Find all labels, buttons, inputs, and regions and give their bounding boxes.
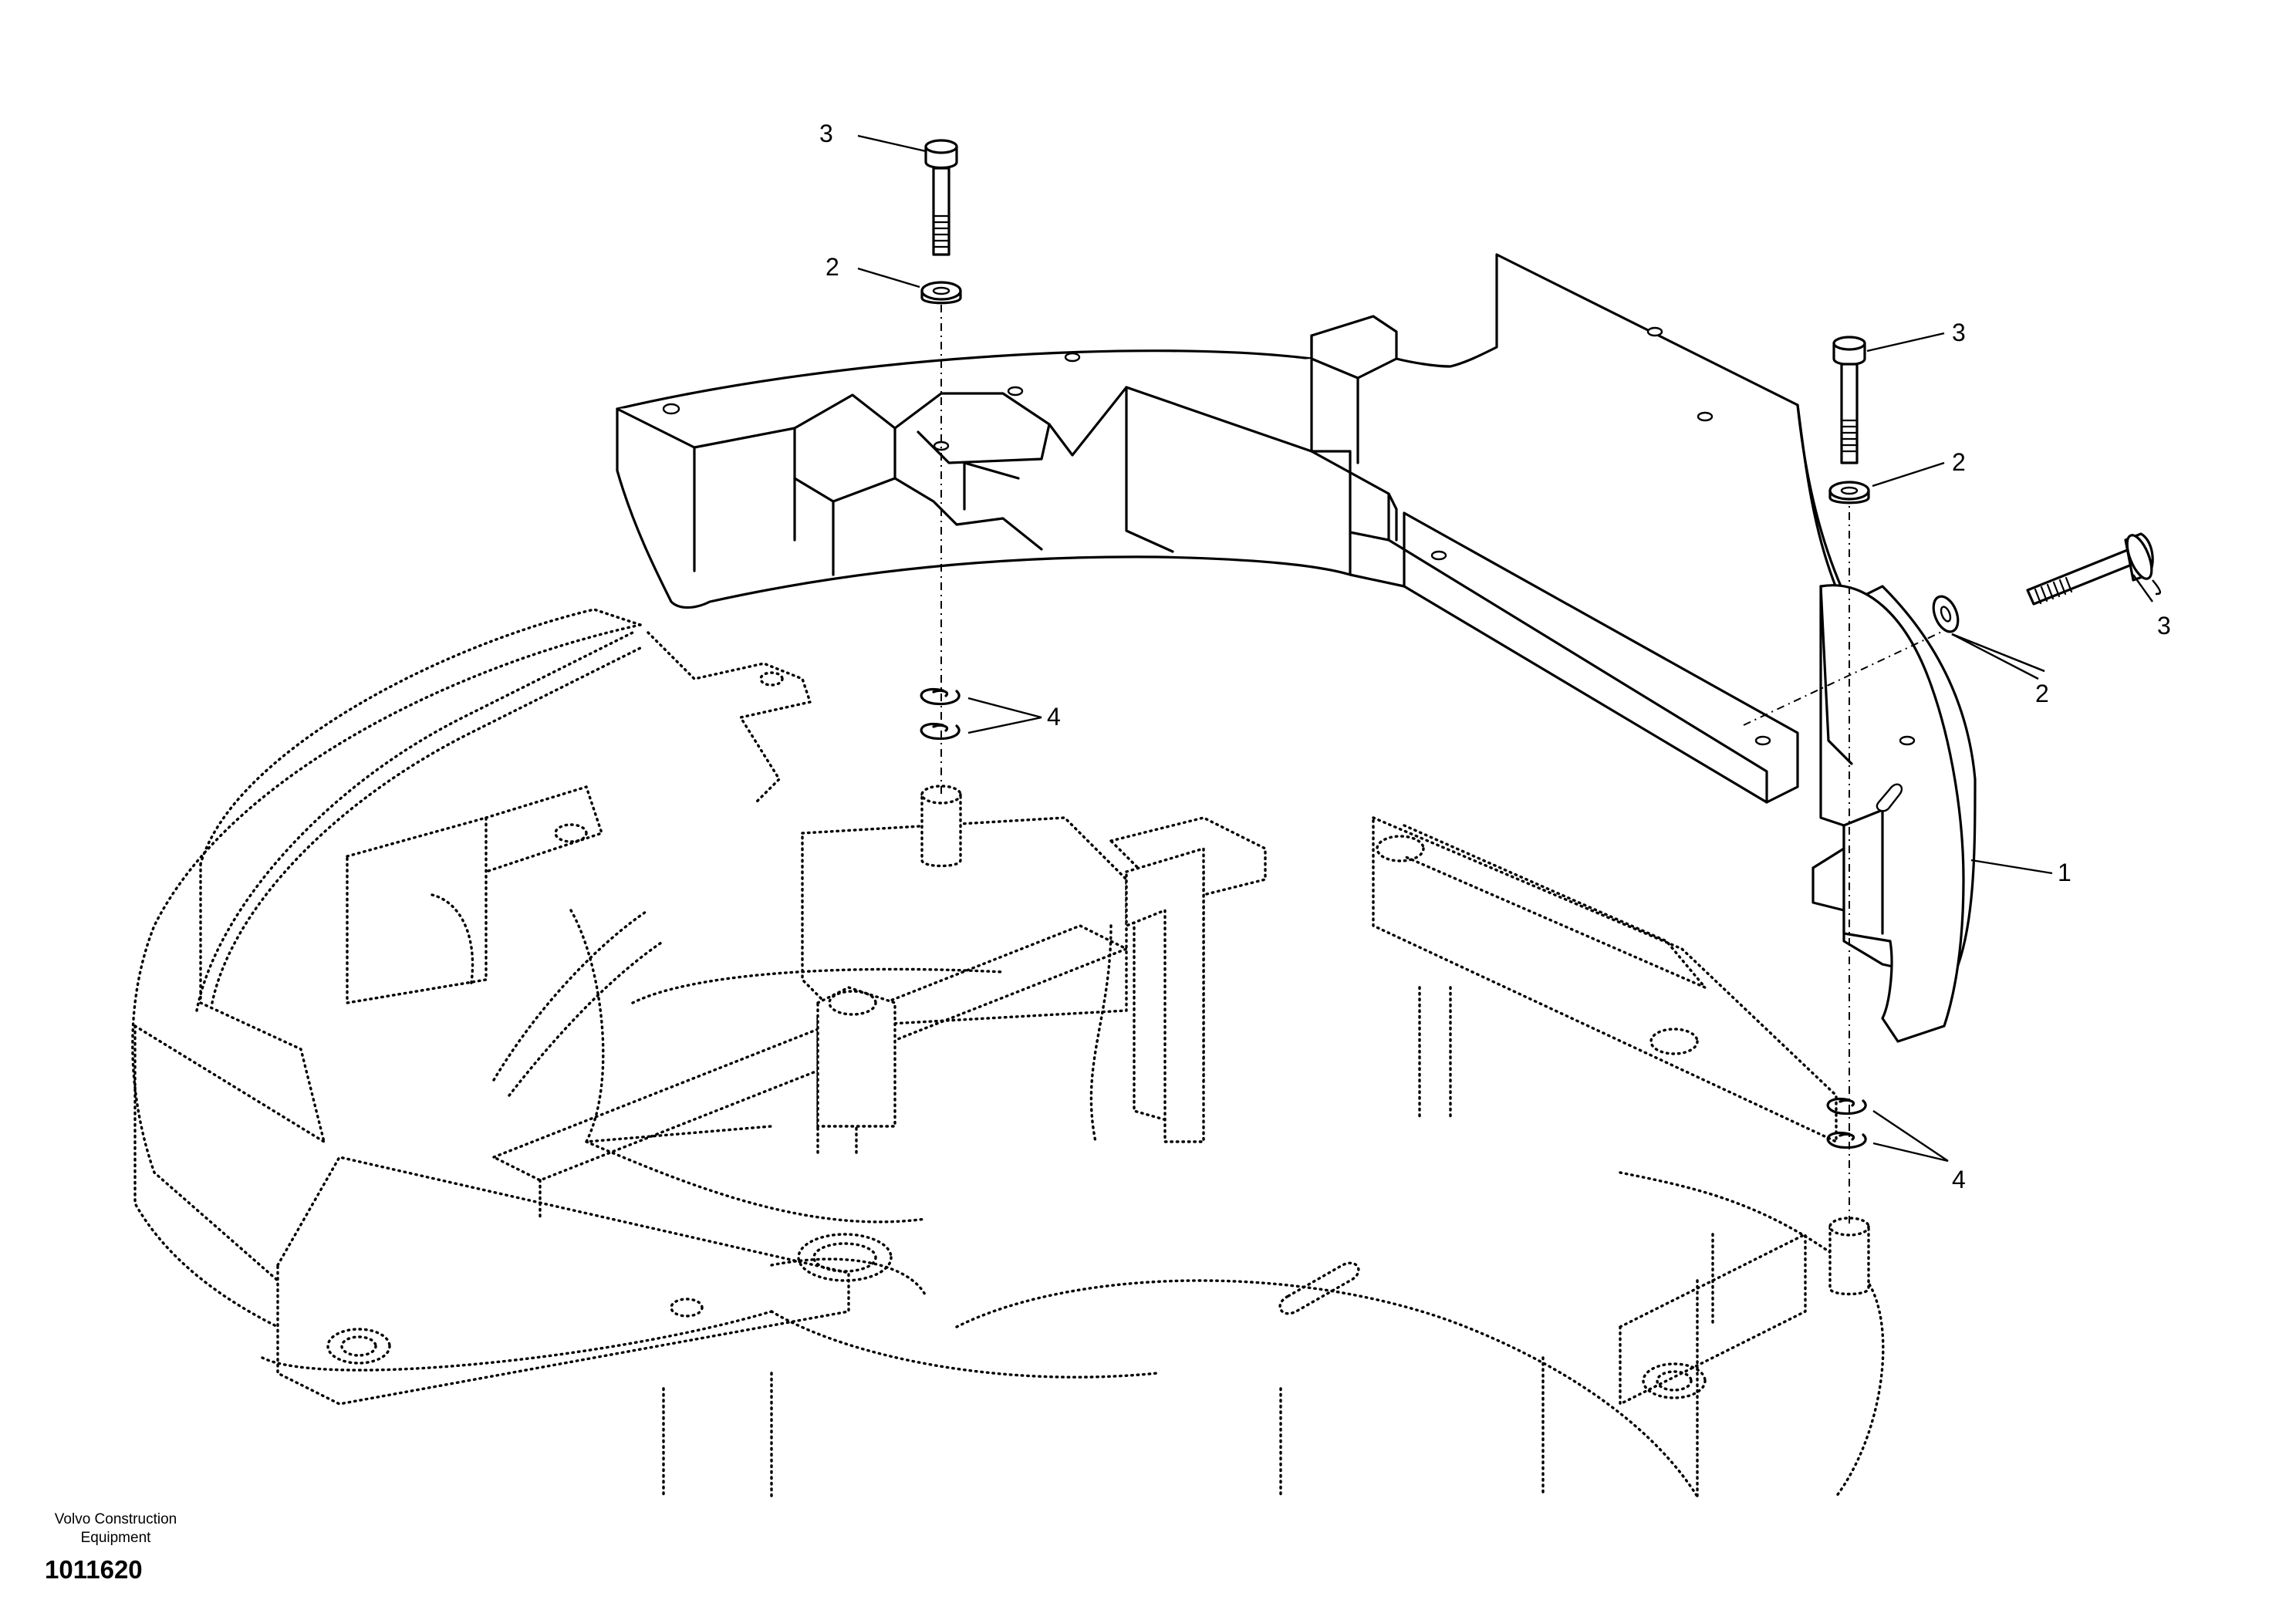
drawing-number: 1011620 <box>45 1555 143 1584</box>
callout-3-right-top: 3 <box>1952 319 1966 346</box>
callout-2-right-top: 2 <box>1952 448 1966 476</box>
bolt-left <box>924 139 958 256</box>
callout-2-right-side: 2 <box>2035 680 2049 707</box>
callout-4-right: 4 <box>1952 1166 1966 1193</box>
callout-3-left: 3 <box>819 120 833 147</box>
upper-frame-dotted <box>131 608 1885 1498</box>
bolt-right-top <box>1832 336 1866 464</box>
washer-right-side <box>1932 595 1960 633</box>
callout-labels: 3 2 4 3 2 3 2 1 4 <box>819 120 2171 1193</box>
leader-lines <box>857 134 2162 1163</box>
washer-left <box>920 281 962 305</box>
shims-right <box>1826 1098 1867 1149</box>
callout-1: 1 <box>2058 859 2071 886</box>
center-lines <box>940 305 1960 1227</box>
bolt-right-side <box>2026 532 2154 606</box>
callout-3-right-side: 3 <box>2157 612 2171 640</box>
counterweight <box>616 253 1977 1043</box>
company-name-line2: Equipment <box>80 1530 151 1546</box>
shims-left <box>920 688 961 741</box>
company-name: Volvo Construction Equipment <box>46 1510 185 1547</box>
callout-2-left: 2 <box>826 253 839 281</box>
callout-4-left: 4 <box>1047 703 1061 731</box>
company-name-line1: Volvo Construction <box>54 1511 177 1527</box>
washer-right-top <box>1828 481 1870 505</box>
